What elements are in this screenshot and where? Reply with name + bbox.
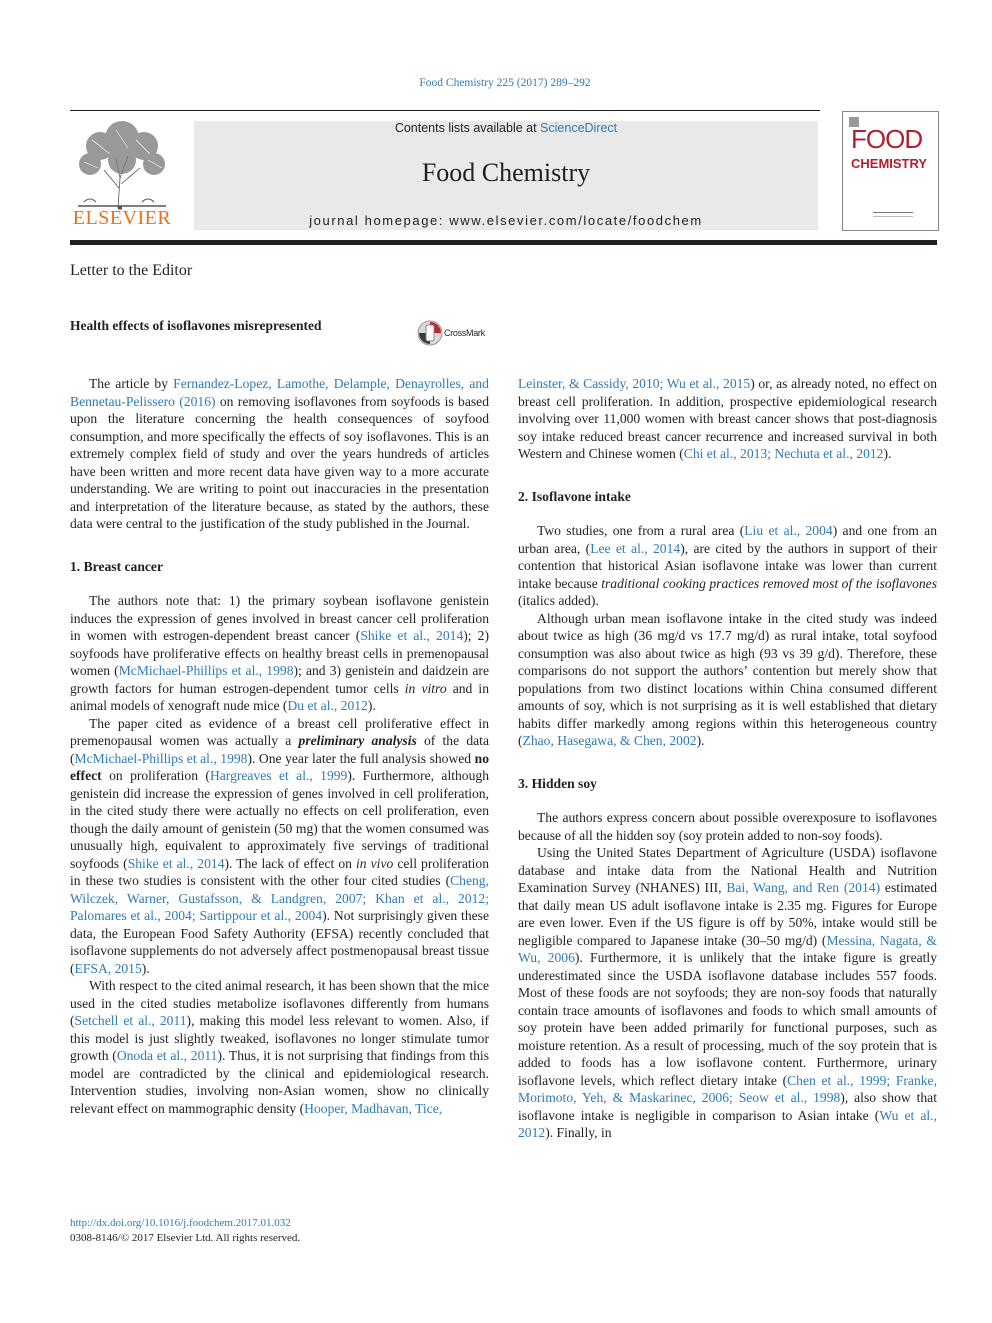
ref-link[interactable]: Chi et al., 2013; Nechuta et al., 2012 — [683, 446, 884, 461]
cover-rule — [873, 216, 913, 217]
ref-link[interactable]: Du et al., 2012 — [287, 698, 368, 713]
body-paragraph: Using the United States Department of Ag… — [518, 845, 937, 1141]
ref-link[interactable]: Shike et al., 2014 — [360, 628, 464, 643]
body-paragraph: The authors express concern about possib… — [518, 810, 937, 843]
ref-link[interactable]: Chen et al., 1999; Franke, Morimoto, Yeh… — [518, 1072, 937, 1106]
body-paragraph: The authors note that: 1) the primary so… — [70, 593, 489, 713]
copyright: 0308-8146/© 2017 Elsevier Ltd. All right… — [70, 1232, 301, 1244]
ref-link[interactable]: McMichael-Phillips et al., 1998 — [74, 750, 248, 766]
ref-link[interactable]: Liu et al., 2004 — [744, 523, 833, 538]
doi-link[interactable]: http://dx.doi.org/10.1016/j.foodchem.201… — [70, 1217, 291, 1229]
section-heading-breast-cancer: 1. Breast cancer — [70, 558, 163, 574]
sciencedirect-link[interactable]: ScienceDirect — [540, 121, 618, 135]
article-title: Health effects of isoflavones misreprese… — [70, 318, 322, 333]
ref-link[interactable]: Shike et al., 2014 — [127, 855, 225, 871]
ref-link[interactable]: Hooper, Madhavan, Tice, — [304, 1100, 443, 1116]
ref-link[interactable]: Messina, Nagata, & Wu, 2006 — [518, 932, 937, 966]
body-paragraph: The paper cited as evidence of a breast … — [70, 715, 490, 976]
article-type: Letter to the Editor — [70, 262, 193, 279]
publisher-name: ELSEVIER — [72, 207, 172, 229]
ref-link[interactable]: EFSA, 2015 — [74, 960, 142, 976]
crossmark-label: CrossMark — [444, 328, 485, 338]
cover-title-line1: FOOD — [851, 124, 923, 154]
section-heading-hidden-soy: 3. Hidden soy — [518, 775, 597, 791]
cover-rule — [873, 212, 913, 213]
footer: http://dx.doi.org/10.1016/j.foodchem.201… — [70, 1216, 300, 1246]
journal-citation[interactable]: Food Chemistry 225 (2017) 289–292 — [419, 77, 591, 89]
journal-cover[interactable]: FOOD CHEMISTRY — [842, 111, 939, 231]
header-thick-rule — [70, 240, 937, 245]
header-rule — [70, 110, 820, 111]
elsevier-logo[interactable]: ELSEVIER — [70, 118, 174, 230]
left-column: The article by Fernandez-Lopez, Lamothe,… — [70, 375, 489, 1117]
journal-homepage[interactable]: journal homepage: www.elsevier.com/locat… — [309, 213, 703, 228]
ref-link[interactable]: Setchell et al., 2011 — [74, 1013, 187, 1028]
body-paragraph: Although urban mean isoflavone intake in… — [518, 610, 937, 749]
ref-link[interactable]: McMichael-Phillips et al., 1998 — [118, 663, 294, 678]
contents-line: Contents lists available at ScienceDirec… — [194, 121, 818, 135]
body-paragraph: Leinster, & Cassidy, 2010; Wu et al., 20… — [518, 376, 937, 461]
elsevier-tree-icon — [78, 121, 166, 210]
ref-link[interactable]: Leinster, & Cassidy, 2010; Wu et al., 20… — [518, 376, 751, 391]
body-paragraph: With respect to the cited animal researc… — [70, 978, 489, 1116]
ref-link[interactable]: Onoda et al., 2011 — [116, 1048, 218, 1063]
journal-banner: Contents lists available at ScienceDirec… — [194, 121, 818, 230]
intro-paragraph: The article by Fernandez-Lopez, Lamothe,… — [70, 376, 489, 531]
section-heading-isoflavone-intake: 2. Isoflavone intake — [518, 488, 631, 504]
ref-link[interactable]: Hargreaves et al., 1999 — [209, 768, 348, 783]
journal-title: Food Chemistry — [421, 158, 591, 187]
ref-link[interactable]: Wu et al., 2012 — [518, 1107, 937, 1141]
right-column: Leinster, & Cassidy, 2010; Wu et al., 20… — [518, 375, 937, 1142]
cover-tree-icon — [849, 117, 859, 127]
crossmark-badge[interactable]: CrossMark — [417, 319, 489, 347]
ref-link[interactable]: Cheng, Wilczek, Warner, Gustafsson, & La… — [70, 873, 489, 923]
contents-prefix: Contents lists available at — [394, 121, 541, 135]
ref-link[interactable]: Zhao, Hasegawa, & Chen, 2002 — [522, 733, 697, 748]
crossmark-icon — [417, 320, 443, 346]
body-paragraph: Two studies, one from a rural area (Liu … — [518, 523, 937, 608]
ref-link[interactable]: Fernandez-Lopez, Lamothe, Delample, Dena… — [70, 376, 489, 409]
cover-title-line2: CHEMISTRY — [851, 156, 928, 171]
ref-link[interactable]: Lee et al., 2014 — [590, 540, 681, 556]
ref-link[interactable]: Bai, Wang, and Ren (2014) — [726, 880, 881, 895]
